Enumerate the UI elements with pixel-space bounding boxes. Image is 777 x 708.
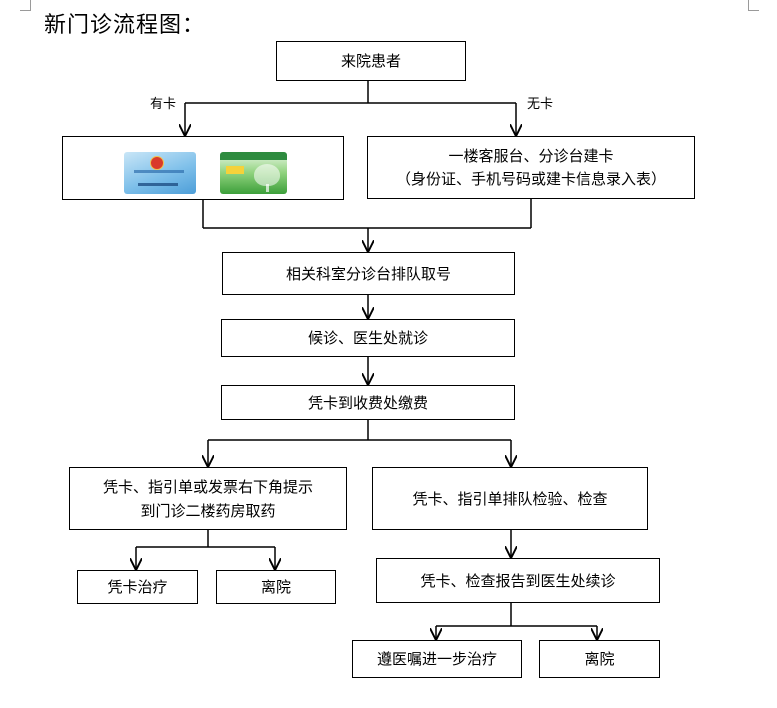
node-pay-label: 凭卡到收费处缴费	[307, 393, 428, 412]
node-pharmacy-line2: 到门诊二楼药房取药	[140, 501, 276, 520]
node-queue: 相关科室分诊台排队取号	[222, 252, 515, 295]
page-corner-mark-left	[20, 0, 31, 11]
social-security-card-image	[124, 152, 196, 194]
node-leave-1: 离院	[216, 570, 336, 604]
edge-label-no-card: 无卡	[527, 97, 554, 112]
node-pay: 凭卡到收费处缴费	[221, 385, 515, 420]
diagram-title: 新门诊流程图：	[44, 13, 206, 38]
node-report: 凭卡、检查报告到医生处续诊	[376, 558, 660, 603]
node-exam-label: 凭卡、指引单排队检验、检查	[412, 489, 608, 508]
node-treat: 凭卡治疗	[77, 570, 198, 604]
node-leave-2: 离院	[539, 640, 660, 678]
node-exam: 凭卡、指引单排队检验、检查	[372, 467, 648, 530]
medical-card-image	[220, 152, 287, 194]
node-leave-1-label: 离院	[260, 578, 291, 596]
node-no-card: 一楼客服台、分诊台建卡 （身份证、手机号码或建卡信息录入表）	[367, 136, 695, 199]
node-no-card-line2: （身份证、手机号码或建卡信息录入表）	[395, 169, 666, 188]
node-further-label: 遵医嘱进一步治疗	[376, 650, 497, 668]
node-has-card	[62, 136, 344, 200]
node-queue-label: 相关科室分诊台排队取号	[285, 264, 451, 283]
node-pharmacy-line1: 凭卡、指引单或发票右下角提示	[102, 477, 313, 496]
node-pharmacy: 凭卡、指引单或发票右下角提示 到门诊二楼药房取药	[69, 467, 347, 530]
node-consult-label: 候诊、医生处就诊	[307, 329, 428, 347]
node-report-label: 凭卡、检查报告到医生处续诊	[420, 571, 616, 590]
page-corner-mark-right	[748, 0, 759, 11]
node-patient: 来院患者	[276, 41, 466, 81]
node-treat-label: 凭卡治疗	[107, 578, 168, 596]
node-further-treatment: 遵医嘱进一步治疗	[352, 640, 522, 678]
node-leave-2-label: 离院	[584, 650, 615, 668]
node-patient-label: 来院患者	[340, 52, 401, 70]
edge-label-has-card: 有卡	[150, 97, 177, 112]
node-no-card-line1: 一楼客服台、分诊台建卡	[448, 146, 614, 165]
node-consult: 候诊、医生处就诊	[221, 319, 515, 357]
